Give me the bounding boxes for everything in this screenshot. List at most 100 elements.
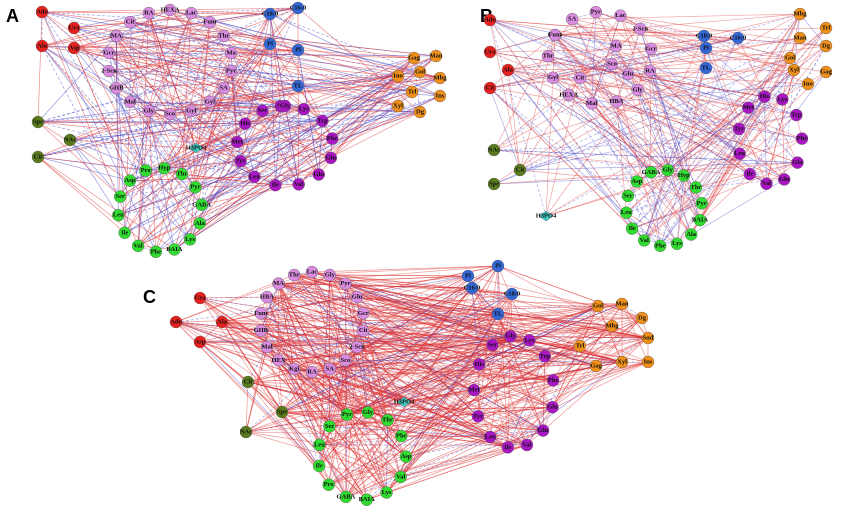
network-edge	[667, 128, 740, 171]
network-edge	[108, 52, 201, 224]
node-marker	[292, 178, 305, 191]
network-edge	[191, 7, 299, 14]
node-marker	[391, 99, 405, 113]
node-marker	[621, 189, 635, 203]
node-marker	[486, 338, 499, 352]
node-label: Leu	[734, 150, 745, 157]
network-node: C16:0	[730, 31, 746, 45]
network-edge	[705, 47, 765, 97]
network-node: Gln	[778, 173, 791, 186]
network-edge	[124, 120, 323, 234]
node-label: Ala	[686, 231, 697, 238]
network-edge	[329, 274, 513, 295]
node-label: Trl	[576, 343, 585, 350]
node-label: Gln	[538, 427, 549, 434]
network-edge	[221, 321, 581, 347]
network-edge	[260, 283, 279, 331]
network-node: Dg	[413, 105, 427, 119]
network-edge	[766, 162, 798, 185]
network-edge	[627, 73, 809, 85]
network-edge	[493, 57, 791, 185]
network-edge	[245, 305, 599, 433]
node-marker	[635, 311, 649, 325]
network-edge	[293, 368, 387, 493]
node-label: Gcr	[104, 49, 115, 56]
node-marker	[641, 355, 655, 369]
network-edge	[705, 47, 740, 130]
network-edge	[571, 18, 751, 175]
node-label: Lys	[382, 489, 392, 496]
node-marker	[538, 210, 554, 222]
network-edge	[386, 430, 544, 493]
network-edge	[108, 52, 437, 57]
network-node: Glu	[621, 67, 635, 81]
node-marker	[272, 354, 285, 367]
node-marker	[224, 46, 238, 60]
network-edge	[297, 49, 320, 175]
network-edge	[400, 389, 475, 478]
node-label: Kgi	[289, 365, 299, 372]
network-node: Lys	[380, 486, 393, 499]
network-edge	[547, 55, 765, 98]
network-edge	[526, 345, 581, 446]
network-edge	[497, 313, 643, 319]
network-edge	[329, 274, 469, 277]
node-label: Sud	[643, 335, 654, 342]
network-node: Mbg	[606, 319, 619, 333]
network-edge	[400, 436, 491, 478]
network-edge	[627, 99, 783, 197]
network-node: Kgi	[288, 362, 301, 376]
network-node: Ser	[323, 420, 336, 433]
node-marker	[169, 315, 183, 329]
network-edge	[591, 103, 652, 173]
network-node: Lys	[670, 237, 684, 250]
network-node: Ura	[483, 45, 497, 59]
node-label: Cit	[359, 327, 369, 334]
network-edge	[278, 283, 509, 448]
node-label: H3PO4	[186, 145, 207, 152]
network-edge	[329, 368, 491, 438]
network-node: Hyp	[677, 169, 690, 182]
network-edge	[507, 69, 638, 91]
node-marker	[67, 41, 81, 55]
node-marker	[185, 104, 198, 118]
node-marker	[625, 222, 639, 235]
node-label: Hyp	[158, 165, 170, 172]
network-node: Phe	[546, 374, 560, 387]
node-marker	[483, 81, 497, 95]
node-label: Pyr	[190, 184, 200, 191]
node-label: Pro	[324, 481, 334, 488]
network-edge	[319, 325, 613, 446]
network-edge	[554, 34, 701, 221]
node-label: Gly	[325, 272, 336, 279]
network-node: Gly	[278, 99, 292, 113]
node-label: Ala	[195, 220, 206, 227]
network-edge	[329, 335, 511, 427]
network-edge	[595, 11, 791, 59]
network-edge	[37, 11, 43, 123]
network-edge	[490, 406, 553, 438]
node-label: Mbg	[434, 75, 448, 82]
network-edge	[493, 73, 629, 151]
network-node: Thr	[541, 49, 555, 63]
network-edge	[260, 313, 346, 361]
network-edge	[649, 70, 767, 184]
node-marker	[215, 315, 229, 329]
network-edge	[738, 114, 797, 130]
network-node: Glu	[324, 151, 338, 165]
node-marker	[305, 365, 319, 379]
node-label: Pyr	[342, 411, 352, 418]
network-node: MA	[609, 39, 623, 53]
network-edge	[108, 70, 175, 250]
network-edge	[493, 94, 569, 151]
network-node: Pyr	[224, 64, 238, 78]
network-node: HBA	[609, 95, 624, 108]
network-node: H3PO4	[186, 142, 207, 154]
node-label: Ins	[644, 359, 653, 366]
network-edge	[209, 101, 421, 113]
node-marker	[297, 103, 311, 116]
node-marker	[123, 15, 137, 29]
node-marker	[260, 290, 274, 304]
node-marker	[263, 7, 277, 21]
node-label: Gln	[313, 171, 324, 178]
